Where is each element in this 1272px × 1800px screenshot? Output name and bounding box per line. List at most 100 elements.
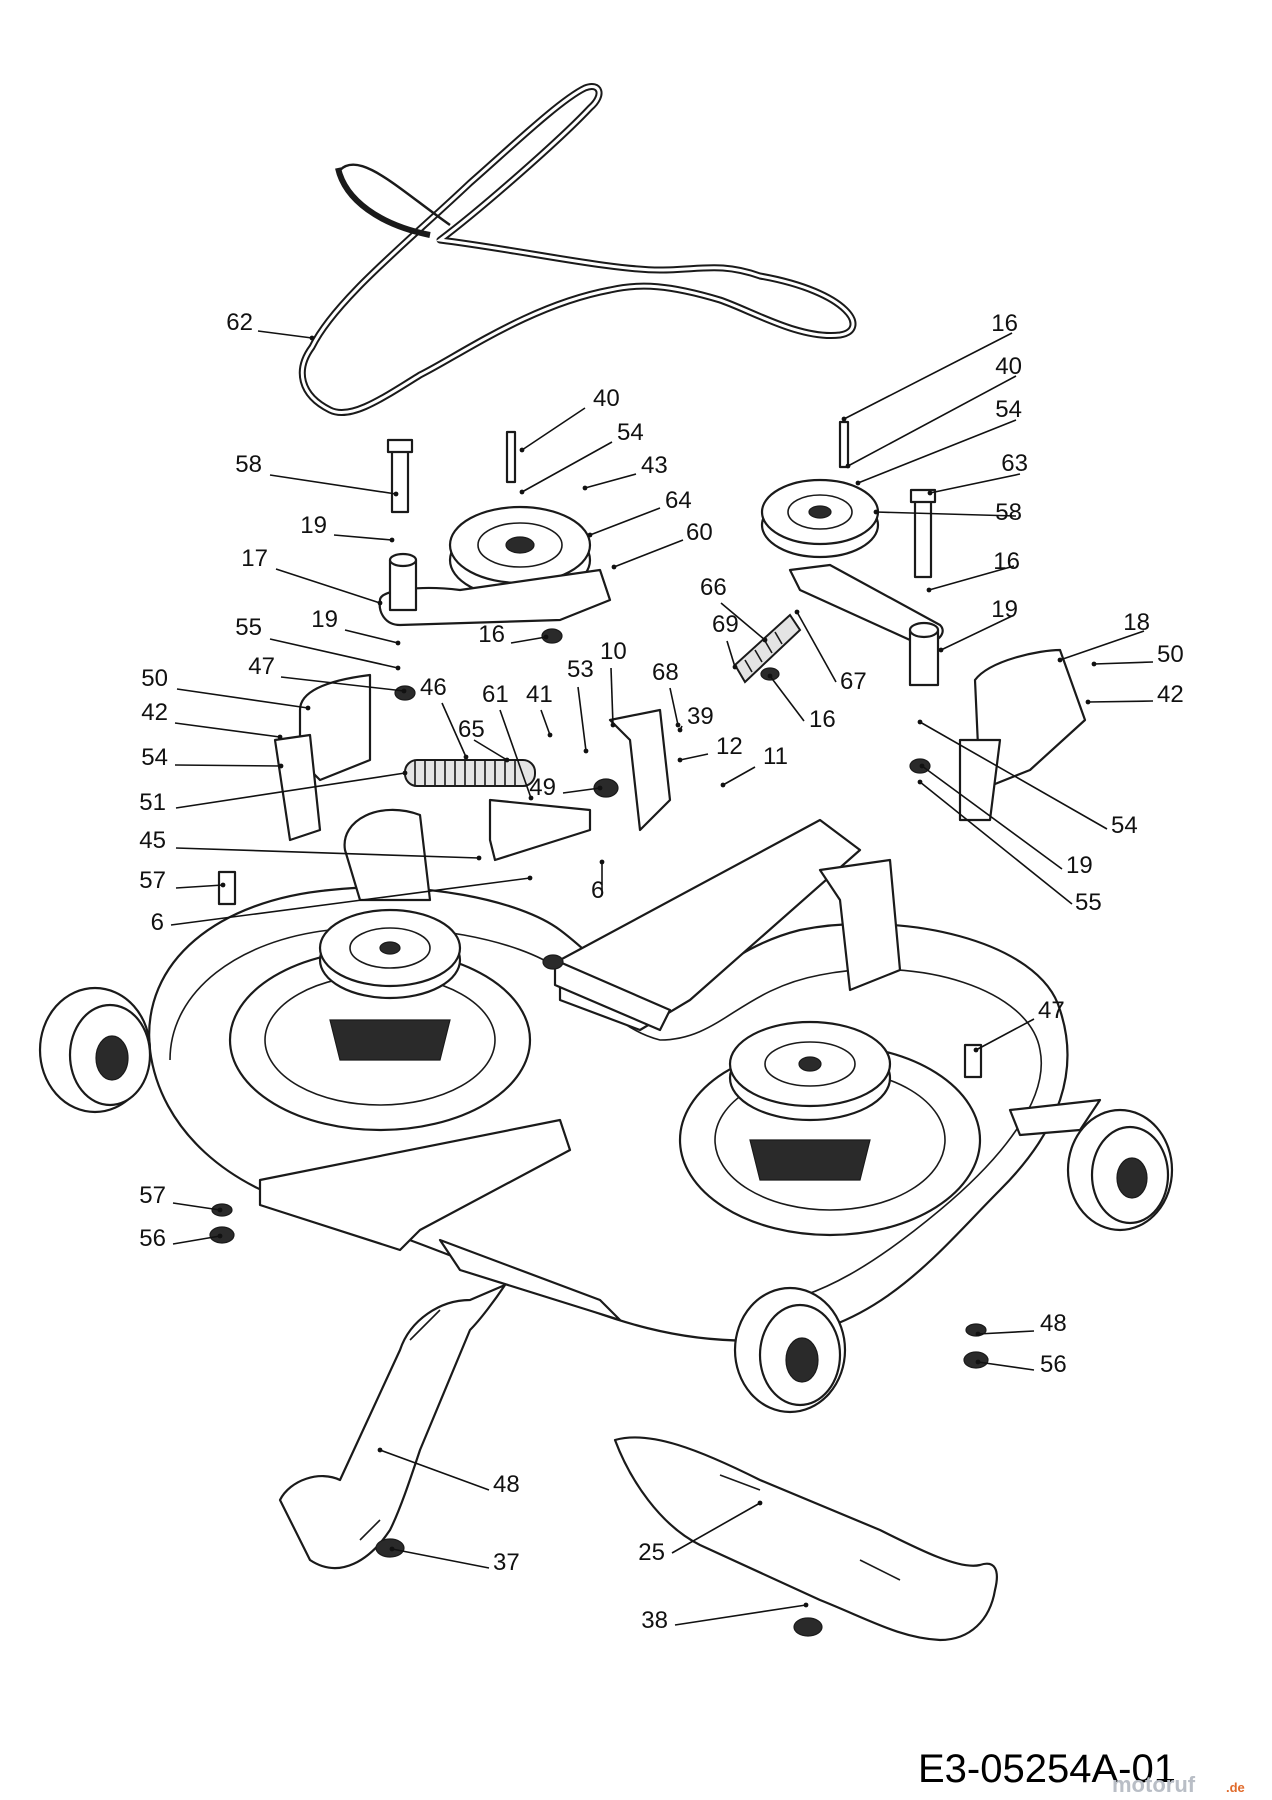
callout-leader-line: [671, 1502, 761, 1554]
belt-guards: [273, 648, 1087, 842]
callout-label-48: 48: [1040, 1310, 1067, 1337]
callout-leader-dot: [519, 447, 525, 453]
callout-leader-line: [379, 1449, 490, 1491]
callout-label-67: 67: [840, 668, 867, 695]
callout-leader-dot: [528, 795, 534, 801]
callout-label-10: 10: [600, 638, 627, 665]
callout-leader-line: [170, 877, 531, 926]
callout-leader-dot: [841, 416, 847, 422]
callout-label-51: 51: [139, 789, 166, 816]
callout-label-54: 54: [1111, 812, 1138, 839]
callout-leader-line: [847, 375, 1017, 467]
callout-leader-line: [280, 676, 405, 692]
callout-leader-dot: [762, 637, 768, 643]
callout-leader-dot: [732, 664, 738, 670]
callout-leader-dot: [389, 1546, 395, 1552]
callout-label-12: 12: [716, 733, 743, 760]
callout-leader-dot: [597, 785, 603, 791]
callout-leader-line: [940, 615, 1013, 651]
callout-leader-dot: [973, 1047, 979, 1053]
callout-label-53: 53: [567, 656, 594, 683]
callout-leader-line: [540, 709, 551, 736]
callout-leader-line: [674, 1604, 807, 1626]
callout-label-57: 57: [139, 867, 166, 894]
callout-label-54: 54: [617, 419, 644, 446]
callout-leader-dot: [519, 489, 525, 495]
callout-label-41: 41: [526, 681, 553, 708]
callout-leader-dot: [677, 727, 683, 733]
callout-leader-dot: [938, 647, 944, 653]
callout-leader-dot: [220, 882, 226, 888]
callout-label-57: 57: [139, 1182, 166, 1209]
callout-leader-line: [175, 847, 480, 859]
callout-label-6: 6: [151, 909, 164, 936]
callout-leader-dot: [277, 734, 283, 740]
callout-label-11: 11: [763, 743, 788, 770]
callout-leader-line: [1093, 661, 1154, 665]
callout-leader-line: [1059, 630, 1145, 661]
blade-37: [278, 1283, 507, 1570]
callout-leader-line: [919, 721, 1108, 830]
spring-66: [733, 613, 802, 684]
callout-label-39: 39: [687, 703, 714, 730]
callout-leader-dot: [917, 779, 923, 785]
callout-leader-dot: [278, 763, 284, 769]
callout-leader-dot: [547, 732, 553, 738]
callout-leader-line: [975, 1018, 1035, 1051]
callout-label-18: 18: [1123, 609, 1150, 636]
callout-label-65: 65: [458, 716, 485, 743]
callout-leader-dot: [309, 335, 315, 341]
callout-leader-dot: [504, 757, 510, 763]
watermark-text: motoruf: [1112, 1772, 1196, 1797]
callout-leader-line: [921, 765, 1063, 870]
callout-leader-line: [589, 507, 661, 536]
callout-label-40: 40: [995, 353, 1022, 380]
callout-leader-dot: [927, 490, 933, 496]
callout-leader-line: [722, 766, 756, 786]
callout-label-17: 17: [241, 545, 268, 572]
callout-label-25: 25: [638, 1539, 665, 1566]
callout-leader-line: [176, 688, 309, 709]
callout-leader-line: [584, 473, 637, 489]
callout-label-19: 19: [311, 606, 338, 633]
callout-leader-line: [720, 602, 766, 641]
callout-leader-line: [175, 884, 224, 889]
callout-label-55: 55: [1075, 889, 1102, 916]
callout-label-38: 38: [641, 1607, 668, 1634]
callout-label-16: 16: [993, 548, 1020, 575]
callout-leader-dot: [919, 763, 925, 769]
callout-label-19: 19: [300, 512, 327, 539]
callout-leader-dot: [757, 1500, 763, 1506]
drive-belt: [298, 83, 857, 417]
callout-leader-line: [669, 687, 679, 726]
callout-label-16: 16: [991, 310, 1018, 337]
callout-label-56: 56: [139, 1225, 166, 1252]
callout-leader-dot: [975, 1359, 981, 1365]
callout-leader-dot: [587, 532, 593, 538]
callout-leader-dot: [377, 1447, 383, 1453]
callout-leader-dot: [401, 688, 407, 694]
callout-label-48: 48: [493, 1471, 520, 1498]
callout-label-58: 58: [995, 499, 1022, 526]
callout-label-46: 46: [420, 674, 447, 701]
callout-leader-line: [1087, 700, 1154, 703]
callout-label-64: 64: [665, 487, 692, 514]
callout-leader-dot: [1057, 657, 1063, 663]
callout-leader-line: [521, 407, 586, 451]
callout-leader-line: [843, 332, 1013, 420]
callout-leader-line: [391, 1548, 490, 1569]
callout-leader-line: [919, 781, 1073, 905]
callout-label-19: 19: [1066, 852, 1093, 879]
callout-leader-line: [333, 534, 393, 541]
callout-leader-dot: [610, 722, 616, 728]
callout-label-69: 69: [712, 611, 739, 638]
callout-leader-line: [275, 568, 381, 604]
idler-pulley-left: [378, 505, 612, 627]
callout-label-62: 62: [226, 309, 253, 336]
callout-label-55: 55: [235, 614, 262, 641]
callout-leader-dot: [611, 564, 617, 570]
callout-leader-dot: [803, 1602, 809, 1608]
callout-leader-line: [577, 686, 587, 752]
callout-leader-dot: [675, 722, 681, 728]
